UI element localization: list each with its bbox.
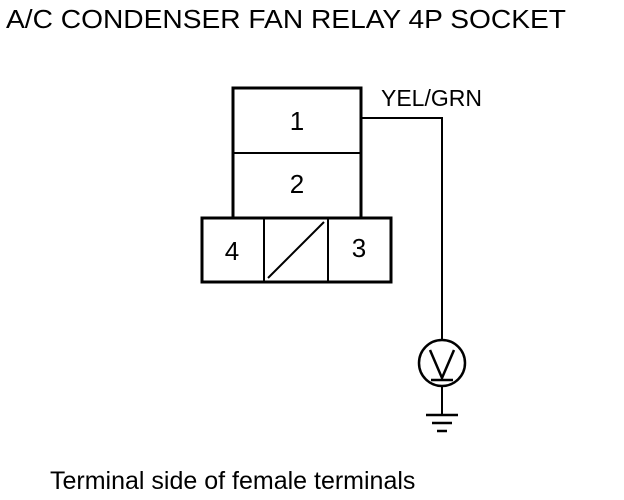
terminal-3-label: 3 [352,233,366,263]
terminal-2-label: 2 [290,169,304,199]
connector-socket: 1 2 4 3 [200,86,393,284]
diagram-caption: Terminal side of female terminals [50,467,415,495]
diagram-title: A/C CONDENSER FAN RELAY 4P SOCKET [6,4,566,34]
relay-coil-symbol [267,221,325,279]
voltmeter-icon [417,338,467,388]
terminal-1-label: 1 [290,106,304,136]
connector-lower-housing [200,216,393,284]
wire-color-label: YEL/GRN [381,85,482,111]
voltmeter-v-glyph [428,349,456,382]
terminal-4-label: 4 [225,236,239,266]
test-wire: YEL/GRN [361,85,482,340]
wire-line [361,117,443,340]
ground-icon [426,386,458,433]
